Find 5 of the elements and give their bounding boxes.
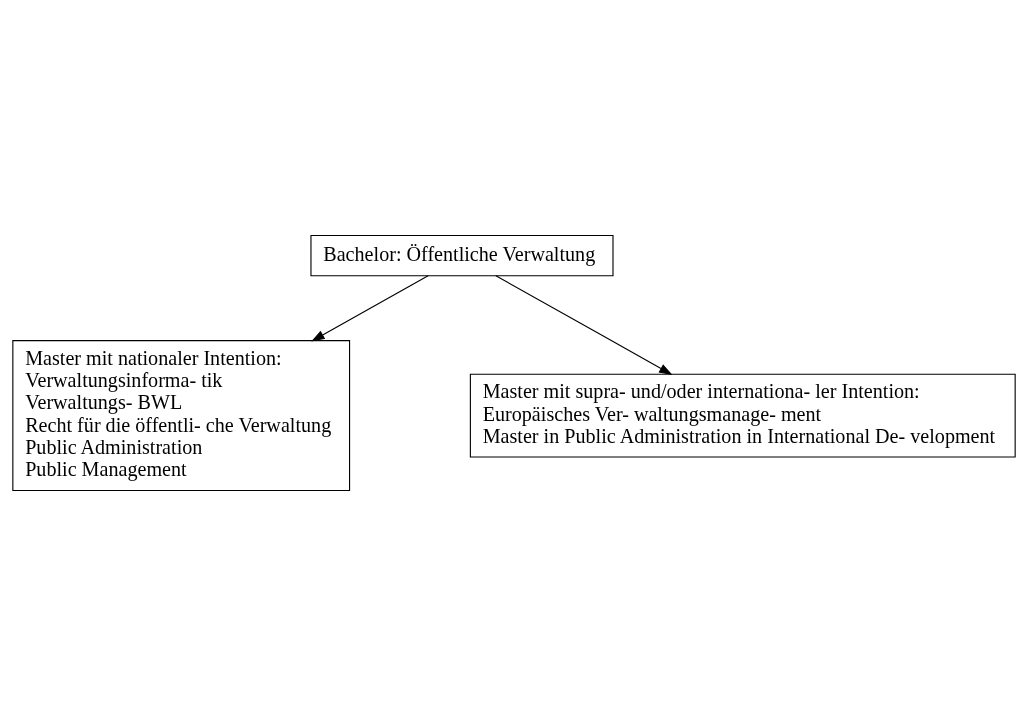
- arrow: [311, 275, 429, 342]
- node-box: Bachelor: Öffentliche Verwaltung: [310, 234, 614, 277]
- node-box: Master mit nationaler Intention: Verwaltungsinforma- tik Verwaltungs- BWL Recht für die öffentli- che Verwaltung Public Administration Public Management: [12, 340, 351, 492]
- arrow: [495, 275, 673, 375]
- node-box: Master mit supra- und/oder internationa- ler Intention: Europäisches Ver- waltungsmanage- ment Master in Public Administration in International De- velopment: [469, 373, 1016, 458]
